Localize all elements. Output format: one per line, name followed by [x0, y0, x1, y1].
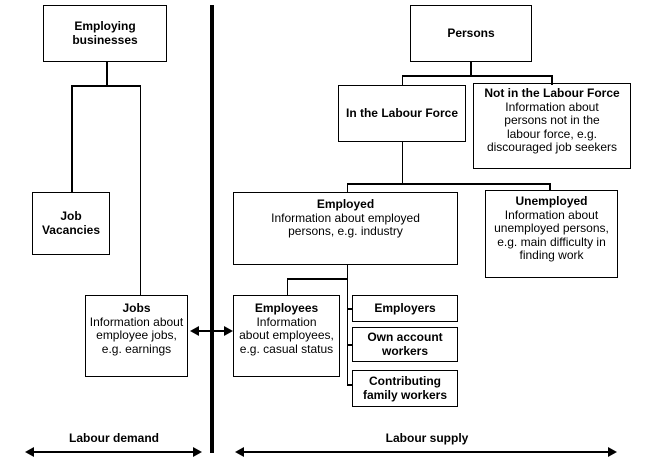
box-employees: Employees Information about employees, e…	[233, 295, 340, 377]
box-title: Employers	[374, 300, 436, 315]
box-body: Information about employed persons, e.g.…	[271, 210, 420, 238]
connector-line	[401, 75, 553, 77]
connector-line	[346, 265, 348, 278]
connector-line	[346, 308, 353, 310]
connector-line	[346, 344, 353, 346]
box-title: Employees	[254, 301, 319, 315]
box-title: In the Labour Force	[345, 105, 458, 120]
box-title: Jobs	[122, 301, 151, 315]
connector-line	[551, 75, 553, 85]
box-in-the-labour-force: In the Labour Force	[338, 85, 466, 142]
box-employed: Employed Information about employed pers…	[233, 192, 458, 265]
box-job-vacancies: Job Vacancies	[32, 192, 110, 255]
box-not-in-the-labour-force: Not in the Labour Force Information abou…	[473, 83, 631, 169]
connector-line	[71, 85, 73, 192]
connector-line	[549, 183, 551, 190]
connector-line	[346, 278, 348, 385]
box-title: Job Vacancies	[41, 209, 101, 237]
connector-line	[346, 384, 353, 386]
connector-line	[71, 85, 141, 87]
arrowhead-right-icon	[224, 326, 233, 336]
box-body: Information about unemployed persons, e.…	[494, 207, 609, 262]
box-employing-businesses: Employing businesses	[43, 5, 167, 62]
box-title: Contributing family workers	[362, 374, 448, 402]
arrowhead-left-icon	[190, 326, 199, 336]
connector-line	[139, 85, 141, 295]
connector-line	[401, 75, 403, 85]
arrowhead-left-icon	[25, 447, 34, 457]
box-own-account-workers: Own account workers	[352, 327, 458, 362]
box-contributing-family-workers: Contributing family workers	[352, 370, 458, 407]
demand-supply-divider-line	[209, 5, 214, 453]
labour-demand-label: Labour demand	[68, 431, 159, 445]
labour-supply-arrow-line	[241, 451, 611, 453]
box-title: Employed	[316, 197, 375, 211]
arrowhead-right-icon	[608, 447, 617, 457]
jobs-employees-arrow-line	[196, 330, 226, 332]
box-body: Information about employee jobs, e.g. ea…	[89, 314, 184, 356]
connector-line	[106, 62, 108, 85]
arrowhead-left-icon	[235, 447, 244, 457]
box-persons: Persons	[410, 5, 532, 62]
connector-line	[286, 278, 348, 280]
connector-line	[470, 62, 472, 75]
box-title: Persons	[447, 25, 495, 40]
box-employers: Employers	[352, 295, 458, 322]
connector-line	[346, 183, 551, 185]
labour-supply-label: Labour supply	[385, 431, 469, 445]
labour-demand-arrow-line	[31, 451, 196, 453]
box-unemployed: Unemployed Information about unemployed …	[485, 190, 618, 278]
connector-line	[286, 278, 288, 295]
box-title: Own account workers	[367, 330, 443, 358]
box-title: Unemployed	[515, 194, 588, 208]
connector-line	[346, 183, 348, 192]
box-body: Information about persons not in the lab…	[486, 99, 618, 154]
box-title: Employing businesses	[72, 19, 138, 47]
box-jobs: Jobs Information about employee jobs, e.…	[85, 295, 188, 377]
box-title: Not in the Labour Force	[484, 86, 620, 100]
connector-line	[401, 142, 403, 183]
arrowhead-right-icon	[193, 447, 202, 457]
box-body: Information about employees, e.g. casual…	[239, 314, 334, 356]
